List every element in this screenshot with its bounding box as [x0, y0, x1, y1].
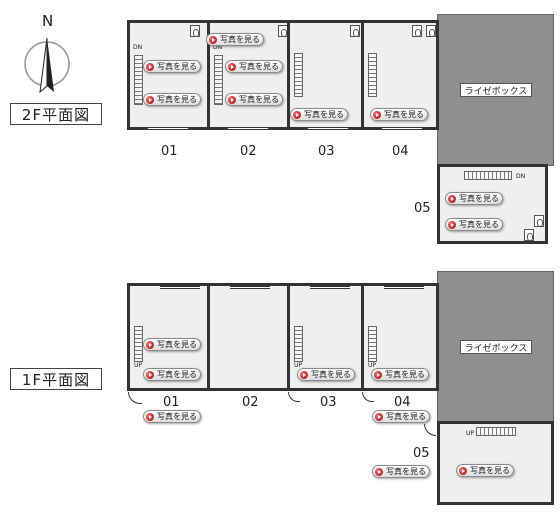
unit-number-1f-03: 03 — [320, 395, 337, 410]
unit-number-1f-01: 01 — [163, 395, 180, 410]
staircase — [214, 55, 223, 105]
photo-button-2f-01-b[interactable]: 写真を見る — [143, 93, 201, 106]
staircase — [134, 55, 143, 105]
photo-button-2f-05-b[interactable]: 写真を見る — [445, 218, 503, 231]
photo-button-2f-04[interactable]: 写真を見る — [370, 108, 428, 121]
stair-up-label: UP — [294, 362, 303, 369]
unit-number-2f-02: 02 — [240, 144, 257, 159]
photo-button-1f-04-b[interactable]: 写真を見る — [372, 410, 430, 423]
photo-button-2f-02-top[interactable]: 写真を見る — [206, 33, 264, 46]
play-icon — [459, 466, 467, 475]
window — [228, 127, 268, 130]
window — [308, 127, 348, 130]
play-icon — [374, 370, 382, 379]
unit-number-2f-03: 03 — [318, 144, 335, 159]
play-icon — [375, 412, 383, 421]
play-icon — [300, 370, 308, 379]
floor-title-1f: 1F平面図 — [10, 368, 102, 390]
photo-button-2f-03[interactable]: 写真を見る — [290, 108, 348, 121]
door — [288, 392, 300, 402]
toilet-icon — [426, 25, 436, 37]
room-1f-02 — [207, 283, 290, 391]
play-icon — [293, 110, 301, 119]
play-icon — [448, 220, 456, 229]
stair-up-label: UP — [466, 430, 475, 437]
photo-button-1f-04-a[interactable]: 写真を見る — [371, 368, 429, 381]
room-1f-05: UP — [437, 421, 554, 505]
stair-down-label: DN — [213, 44, 223, 51]
unit-number-2f-05: 05 — [414, 201, 431, 216]
play-icon — [228, 62, 236, 71]
staircase — [368, 53, 377, 97]
staircase — [476, 427, 516, 436]
photo-button-2f-05-a[interactable]: 写真を見る — [445, 192, 503, 205]
unit-number-1f-05: 05 — [413, 446, 430, 461]
door — [362, 392, 374, 402]
riser-box-label-2f: ライゼボックス — [460, 83, 532, 97]
compass-north-label: N — [42, 12, 54, 30]
room-2f-01: DN — [127, 20, 210, 130]
stair-up-label: UP — [134, 362, 143, 369]
window — [310, 286, 350, 289]
staircase — [134, 326, 143, 362]
window — [160, 286, 200, 289]
play-icon — [209, 35, 217, 44]
play-icon — [146, 370, 154, 379]
door — [424, 424, 436, 436]
window — [384, 286, 424, 289]
floor-title-2f: 2F平面図 — [10, 103, 102, 125]
unit-number-1f-04: 04 — [394, 395, 411, 410]
window — [148, 127, 188, 130]
compass: N — [22, 12, 72, 94]
photo-button-1f-01-a[interactable]: 写真を見る — [143, 338, 201, 351]
toilet-icon — [190, 25, 200, 37]
play-icon — [228, 95, 236, 104]
unit-number-2f-01: 01 — [161, 144, 178, 159]
photo-button-1f-03[interactable]: 写真を見る — [297, 368, 355, 381]
riser-box-label-1f: ライゼボックス — [460, 340, 532, 354]
riser-box-1f: ライゼボックス — [437, 271, 554, 423]
play-icon — [146, 62, 154, 71]
toilet-icon — [412, 25, 422, 37]
stair-down-label: DN — [516, 173, 526, 180]
photo-button-1f-01-b[interactable]: 写真を見る — [143, 368, 201, 381]
staircase — [294, 326, 303, 362]
staircase — [464, 171, 512, 180]
compass-icon — [24, 37, 70, 94]
riser-box-2f: ライゼボックス — [437, 14, 554, 166]
photo-button-2f-02-b[interactable]: 写真を見る — [225, 93, 283, 106]
play-icon — [375, 467, 383, 476]
photo-button-2f-01-a[interactable]: 写真を見る — [143, 60, 201, 73]
stair-down-label: DN — [133, 44, 143, 51]
play-icon — [373, 110, 381, 119]
toilet-icon — [534, 215, 544, 227]
unit-number-1f-02: 02 — [242, 395, 259, 410]
toilet-icon — [524, 229, 534, 241]
stair-up-label: UP — [368, 362, 377, 369]
window — [230, 286, 270, 289]
unit-number-2f-04: 04 — [392, 144, 409, 159]
play-icon — [146, 412, 154, 421]
play-icon — [448, 194, 456, 203]
photo-button-2f-02-a[interactable]: 写真を見る — [225, 60, 283, 73]
toilet-icon — [350, 25, 360, 37]
photo-button-1f-01-c[interactable]: 写真を見る — [143, 410, 201, 423]
door — [128, 392, 142, 404]
play-icon — [146, 340, 154, 349]
photo-button-1f-05-b[interactable]: 写真を見る — [456, 464, 514, 477]
staircase — [368, 326, 377, 362]
photo-button-1f-05-a[interactable]: 写真を見る — [372, 465, 430, 478]
window — [382, 127, 422, 130]
play-icon — [146, 95, 154, 104]
staircase — [294, 53, 303, 97]
